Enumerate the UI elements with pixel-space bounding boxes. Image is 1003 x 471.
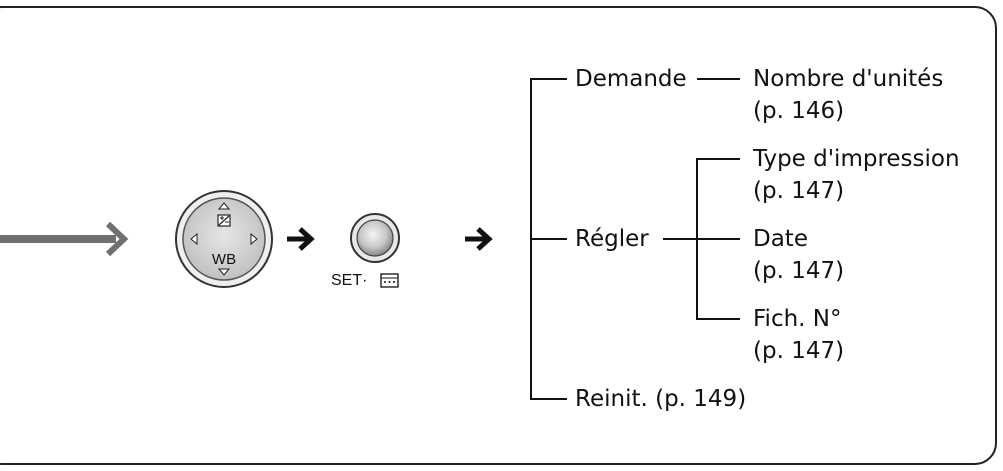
menu-key-icon xyxy=(380,273,399,288)
node-demande: Demande xyxy=(575,66,687,92)
node-date: Date xyxy=(753,226,808,252)
arrow-right-icon xyxy=(287,227,315,251)
node-fich-no: Fich. N° xyxy=(753,306,842,332)
node-type-impression: Type d'impression xyxy=(753,146,960,172)
page-ref: (p. 147) xyxy=(753,338,845,364)
incoming-arrow xyxy=(0,221,129,257)
page-ref: (p. 147) xyxy=(753,178,845,204)
node-nombre-unites: Nombre d'unités xyxy=(753,66,944,92)
page-ref: (p. 147) xyxy=(753,258,845,284)
page-ref: (p. 146) xyxy=(753,98,845,124)
set-button-label: SET· xyxy=(331,272,368,289)
panel-frame xyxy=(0,6,997,465)
control-dial-icon[interactable]: WB xyxy=(175,190,273,288)
node-regler: Régler xyxy=(575,226,649,252)
tree-connectors xyxy=(530,78,740,400)
dial-wb-label: WB xyxy=(212,251,236,268)
set-button-icon[interactable] xyxy=(350,213,400,263)
node-reinit: Reinit. (p. 149) xyxy=(575,386,747,412)
arrow-right-icon xyxy=(465,227,493,251)
